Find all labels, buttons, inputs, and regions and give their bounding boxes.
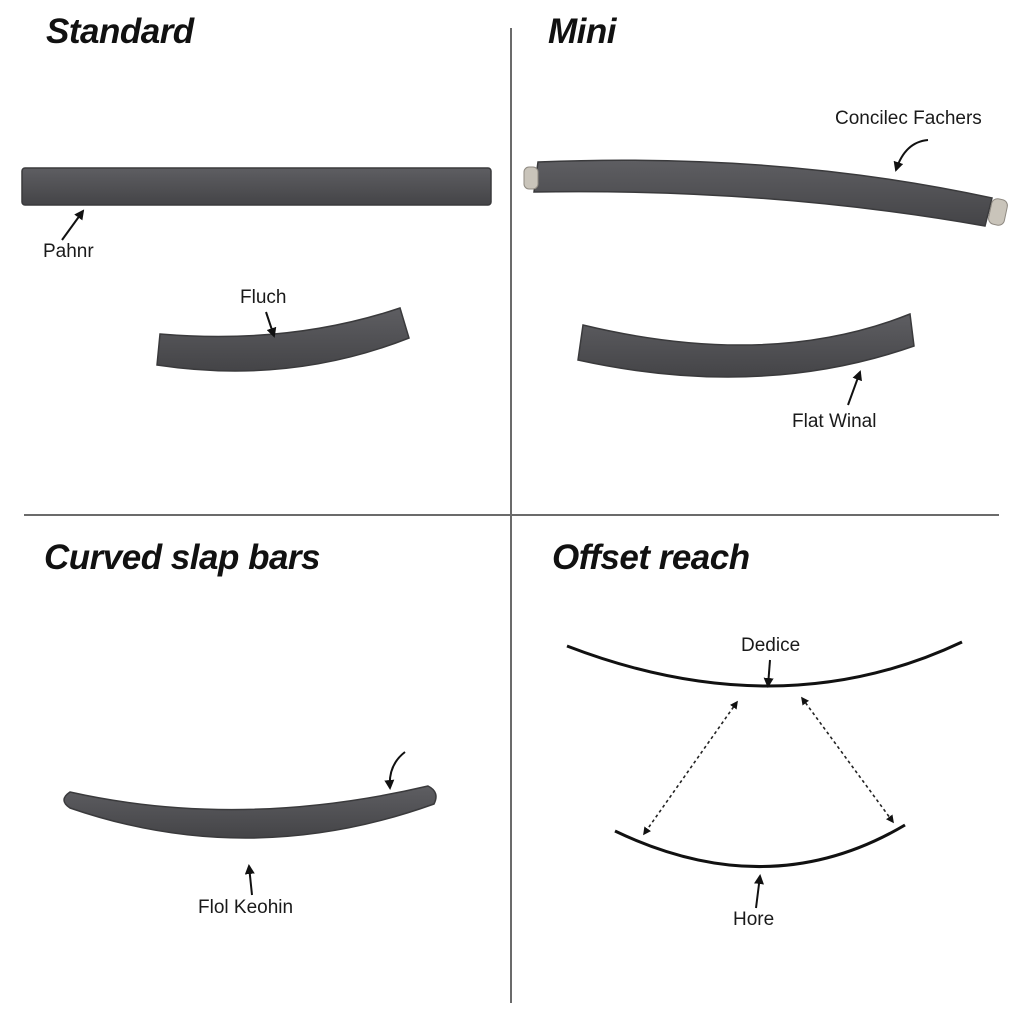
offset-reach-heading: Offset reach bbox=[552, 538, 750, 577]
standard-straight-bar bbox=[21, 167, 492, 206]
hore-arrow bbox=[754, 874, 764, 909]
curved-slap-top-arrow bbox=[384, 751, 406, 790]
offset-left-dotted-arrow bbox=[643, 700, 738, 836]
flat-winal-label: Flat Winal bbox=[792, 411, 877, 432]
fluch-arrow bbox=[265, 311, 277, 338]
horizontal-divider bbox=[24, 514, 999, 516]
offset-right-dotted-arrow bbox=[801, 696, 894, 824]
fluch-label: Fluch bbox=[240, 287, 287, 308]
flat-winal-arrow bbox=[847, 370, 862, 406]
dedice-label: Dedice bbox=[741, 635, 801, 656]
curved-slap-bars-heading: Curved slap bars bbox=[44, 538, 321, 577]
flol-keohin-arrow bbox=[244, 864, 255, 896]
standard-curved-bar bbox=[156, 307, 410, 372]
pahnr-label: Pahnr bbox=[43, 241, 94, 262]
mini-curved-bar bbox=[577, 312, 915, 378]
mini-bar bbox=[533, 159, 993, 227]
concilec-fachers-label: Concilec Fachers bbox=[835, 108, 982, 129]
hore-label: Hore bbox=[733, 909, 775, 930]
concilec-fachers-arrow bbox=[893, 139, 929, 172]
flol-keohin-label: Flol Keohin bbox=[198, 897, 294, 918]
mini-heading: Mini bbox=[548, 12, 616, 51]
offset-bottom-curve bbox=[614, 823, 906, 868]
standard-heading: Standard bbox=[46, 12, 194, 51]
mini-bar-left-cap bbox=[523, 166, 539, 190]
pahnr-arrow bbox=[61, 209, 85, 241]
mini-bar-right-cap bbox=[988, 198, 1008, 226]
dedice-arrow bbox=[763, 659, 774, 688]
curved-slap-bar bbox=[63, 785, 437, 839]
